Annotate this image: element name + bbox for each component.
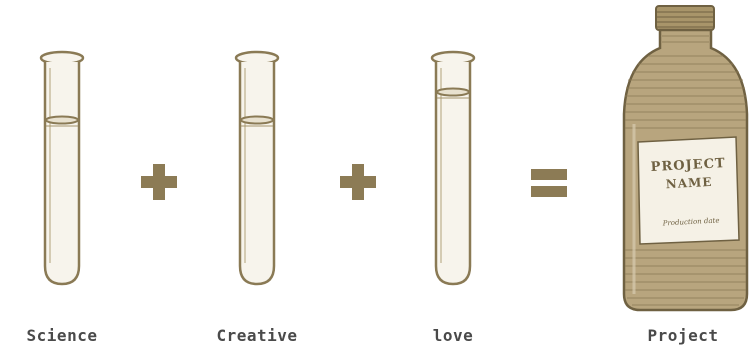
- caption-project: Project: [613, 326, 753, 345]
- plus-icon: [137, 160, 181, 204]
- label-title-line2: NAME: [639, 173, 740, 192]
- test-tube-creative: [231, 48, 283, 288]
- caption-science: Science: [0, 326, 132, 345]
- plus-icon: [336, 160, 380, 204]
- label-title-line1: PROJECT: [638, 155, 739, 175]
- caption-love: love: [383, 326, 523, 345]
- label-production-date: Production date: [641, 215, 741, 228]
- bottle-label: PROJECT NAME Production date: [637, 147, 742, 252]
- caption-creative: Creative: [187, 326, 327, 345]
- test-tube-love: [427, 48, 479, 288]
- test-tube-science: [36, 48, 88, 288]
- equals-icon: [527, 160, 571, 204]
